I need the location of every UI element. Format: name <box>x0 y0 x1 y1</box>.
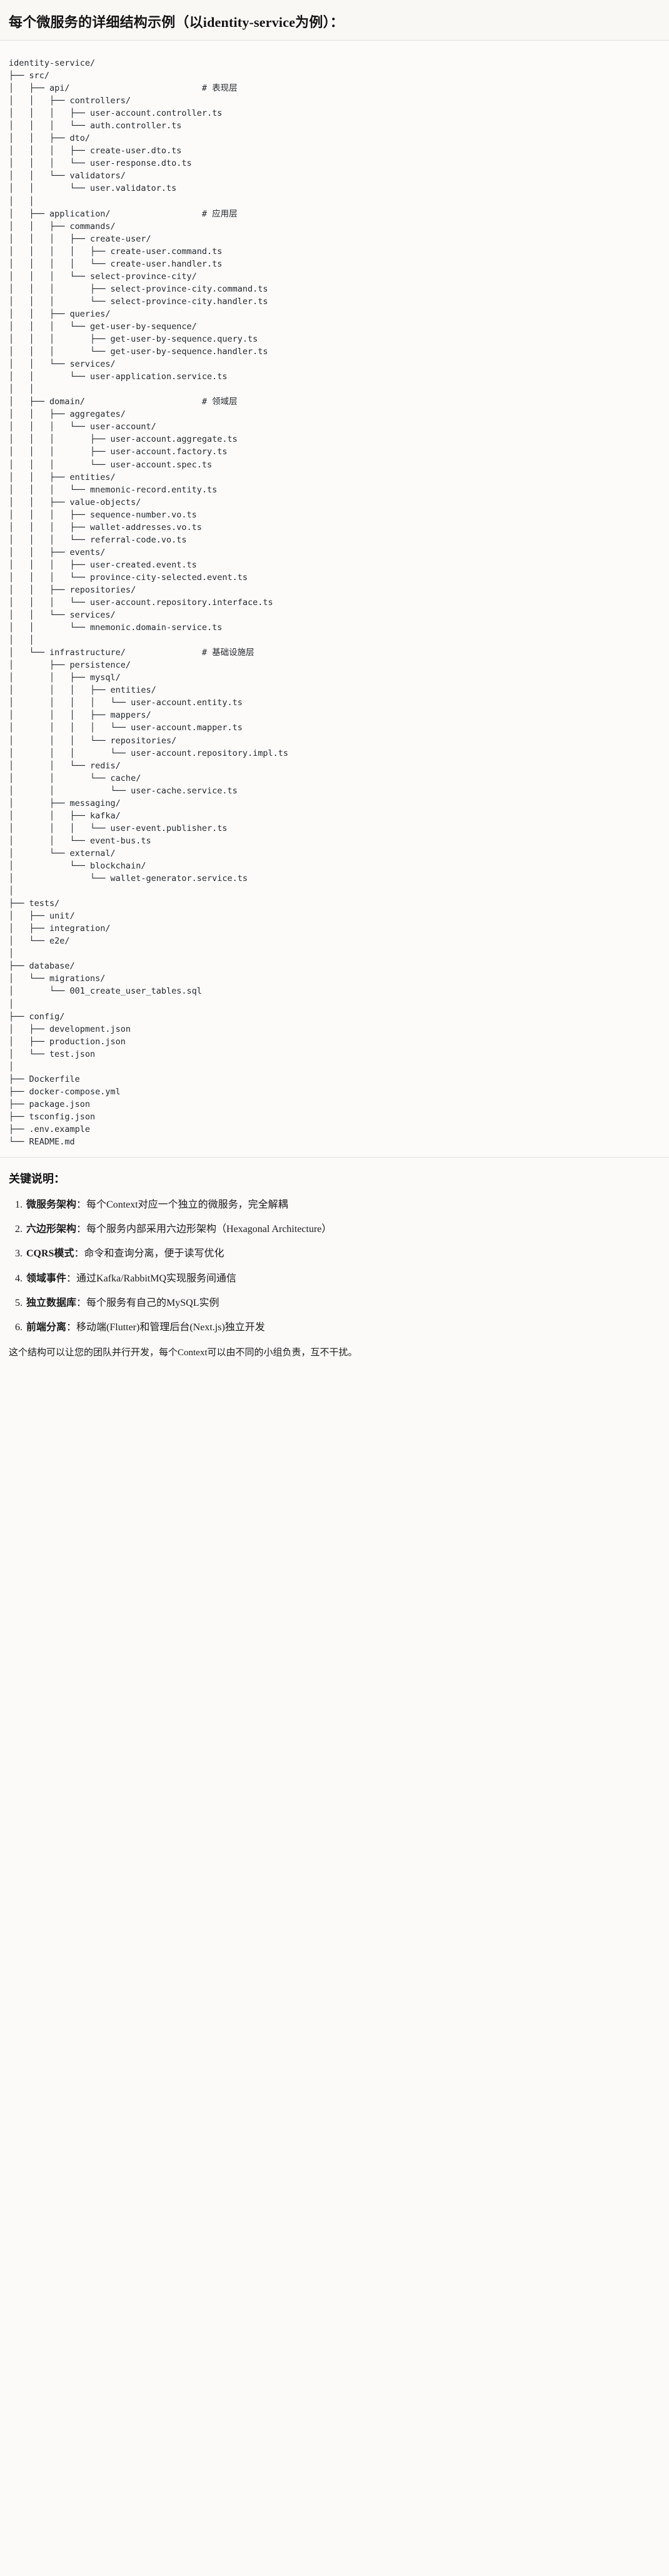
closing-paragraph: 这个结构可以让您的团队并行开发，每个Context可以由不同的小组负责，互不干扰… <box>9 1348 358 1358</box>
list-item: 前端分离：移动端(Flutter)和管理后台(Next.js)独立开发 <box>25 1320 660 1335</box>
note-term: 独立数据库 <box>26 1297 77 1308</box>
note-desc: ：命令和查询分离，便于读写优化 <box>74 1248 224 1260</box>
key-notes-heading: 关键说明： <box>9 1173 65 1186</box>
key-notes-list: 微服务架构：每个Context对应一个独立的微服务，完全解耦 六边形架构：每个服… <box>9 1198 660 1335</box>
directory-tree-block: identity-service/ ├── src/ │ ├── api/ # … <box>0 41 669 1158</box>
list-item: 领域事件：通过Kafka/RabbitMQ实现服务间通信 <box>25 1271 660 1286</box>
note-term: 微服务架构 <box>26 1199 77 1211</box>
note-desc: ：每个服务有自己的MySQL实例 <box>76 1297 219 1308</box>
note-term: 六边形架构 <box>26 1224 77 1235</box>
document-page: 每个微服务的详细结构示例（以identity-service为例）： ident… <box>0 0 669 1377</box>
note-desc: ：通过Kafka/RabbitMQ实现服务间通信 <box>66 1273 236 1284</box>
note-desc: ：每个服务内部采用六边形架构（Hexagonal Architecture） <box>76 1224 332 1235</box>
note-term: 前端分离 <box>26 1322 67 1333</box>
note-term: CQRS模式 <box>26 1248 74 1260</box>
directory-tree: identity-service/ ├── src/ │ ├── api/ # … <box>9 58 289 1148</box>
page-header: 每个微服务的详细结构示例（以identity-service为例）： <box>0 0 669 41</box>
list-item: 六边形架构：每个服务内部采用六边形架构（Hexagonal Architectu… <box>25 1222 660 1236</box>
note-term: 领域事件 <box>26 1273 67 1284</box>
list-item: 独立数据库：每个服务有自己的MySQL实例 <box>25 1296 660 1310</box>
note-desc: ：移动端(Flutter)和管理后台(Next.js)独立开发 <box>66 1322 265 1333</box>
list-item: CQRS模式：命令和查询分离，便于读写优化 <box>25 1246 660 1261</box>
list-item: 微服务架构：每个Context对应一个独立的微服务，完全解耦 <box>25 1198 660 1212</box>
key-notes-section: 关键说明： 微服务架构：每个Context对应一个独立的微服务，完全解耦 六边形… <box>0 1158 669 1377</box>
page-title: 每个微服务的详细结构示例（以identity-service为例）： <box>9 14 344 30</box>
note-desc: ：每个Context对应一个独立的微服务，完全解耦 <box>76 1199 288 1211</box>
